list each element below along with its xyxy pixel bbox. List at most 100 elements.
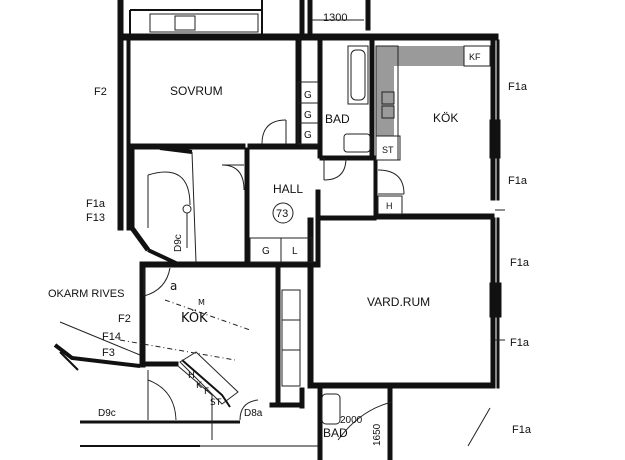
counter-grey [376, 46, 394, 136]
fixture-g-2: G [304, 110, 312, 121]
wall-bad-lower-right [387, 387, 393, 460]
wall-top-left-stub [117, 0, 124, 41]
wall-lower-kok-bottom [139, 361, 179, 367]
annotation-a: a [170, 279, 177, 293]
doors [143, 119, 405, 441]
annotation-skarm: OKARM RIVES [48, 288, 124, 300]
door-swing-kok [377, 169, 405, 195]
fixture-g-hall: G [262, 246, 270, 257]
wall-kok-bottom [373, 213, 495, 220]
dimension-bad-width: 2000 [340, 415, 363, 426]
wall-lower-angled-2 [181, 359, 231, 408]
window-label-f1a-left: F1a [86, 198, 106, 210]
room-labels: SOVRUM KÖK BAD HALL 73 VARD.RUM KÖK BAD [170, 84, 458, 440]
wall-bay-top [53, 343, 141, 368]
wall-top [117, 33, 499, 41]
window-top [149, 13, 259, 33]
wall-lower-kok-right [275, 266, 281, 408]
dimension-top: 1300 [323, 12, 347, 24]
door-labels: D9c D9c D8a [98, 234, 263, 419]
wall-bad-left [317, 39, 323, 159]
wall-lower-stub [299, 387, 305, 409]
fixture-h-lower: H [188, 371, 195, 381]
stove-st-top [375, 135, 401, 161]
wall-vardrum-top [315, 215, 377, 221]
fixture-k-lower: K [196, 381, 203, 391]
window-label-f14: F14 [102, 331, 121, 343]
counter-grey-top [394, 46, 464, 66]
window-label-f1a-r1: F1a [508, 81, 528, 93]
wall-bad-bottom [319, 155, 377, 161]
bay-window [53, 299, 251, 440]
door-swing-lower-kok [143, 267, 171, 297]
wall-hall-left [244, 147, 250, 264]
door-swing-d8a [239, 399, 259, 421]
window-label-f2-top: F2 [94, 86, 107, 98]
wall-angled-divider [191, 151, 197, 263]
bathtub-lower [321, 393, 341, 425]
fixture-f-lower: F [204, 387, 209, 397]
annotation-m: M [198, 298, 205, 307]
angled-walls [129, 146, 197, 266]
window-label-f13: F13 [86, 212, 105, 224]
fixture-st-top: ST [382, 145, 394, 155]
hall-number-circle [272, 202, 294, 224]
fixture-st-lower: ST [210, 398, 222, 408]
window-label-f3: F3 [102, 347, 115, 359]
dash-line-1 [119, 339, 236, 361]
sink-top [381, 91, 395, 105]
lower-counter [281, 289, 301, 387]
wall-bad-right [369, 39, 375, 159]
fixture-kf: KF [469, 52, 481, 62]
fixture-circle [182, 204, 192, 214]
wall-angled-top [159, 146, 193, 154]
bathtub-top [347, 45, 369, 105]
washbasin-top [343, 133, 371, 153]
room-label-hall: HALL [273, 182, 303, 196]
window-label-f1a-r5: F1a [512, 424, 532, 436]
fixture-l-hall: L [292, 246, 298, 257]
wall-hall-top [247, 143, 319, 150]
wardrobe-sovrum [297, 81, 319, 145]
door-swing-bad-lower [337, 401, 393, 441]
room-label-bad-top: BAD [325, 112, 350, 126]
wall-left-inner [126, 39, 131, 231]
door-swing-sovrum [261, 119, 287, 145]
door-swing-angled [147, 171, 191, 206]
wall-bad-lower-left [317, 387, 323, 460]
fixture-g-1: G [304, 90, 312, 101]
room-label-bad-lower: BAD [323, 426, 348, 440]
cabinet-h [377, 195, 403, 215]
window-label-f1a-r2: F1a [508, 175, 528, 187]
angled-hkf-block [179, 351, 239, 405]
window-labels: F2 F1a F13 F1a F1a F1a F1a F1a F2 F14 F3 [86, 81, 532, 436]
fixture-h: H [386, 201, 393, 211]
wall-lower-bottom-right [269, 402, 301, 408]
wall-bay-inner [59, 351, 79, 371]
window-label-f2-mid: F2 [118, 313, 131, 325]
wall-hall-bottom [139, 261, 321, 268]
window-label-f1a-r3: F1a [510, 257, 530, 269]
room-label-kok-top: KÖK [433, 111, 458, 125]
window-right-1 [489, 119, 501, 159]
wall-top-right-stub [365, 0, 371, 31]
fixture-g-3: G [304, 130, 312, 141]
window-right-3 [489, 282, 502, 318]
fixtures [149, 13, 505, 447]
fixture-labels: G G G ST H KF G L H K F ST [188, 52, 481, 408]
hall-number: 73 [276, 208, 288, 220]
room-label-vardrum: VARD.RUM [367, 295, 430, 309]
leader-skarm [59, 321, 141, 356]
wall-top-mid-stub-2 [307, 0, 313, 35]
leader-bottom-right [467, 407, 491, 447]
wall-top-mid-stub [299, 0, 305, 35]
door-swing-hall-left [221, 164, 245, 191]
wall-sovrum-bottom [129, 143, 246, 150]
walls [80, 0, 502, 460]
room-label-sovrum: SOVRUM [170, 84, 223, 98]
door-swing-bad [323, 157, 347, 181]
fridge-kf [463, 45, 491, 67]
wall-lower-kok-left [139, 261, 146, 368]
window-label-f1a-r4: F1a [510, 337, 530, 349]
